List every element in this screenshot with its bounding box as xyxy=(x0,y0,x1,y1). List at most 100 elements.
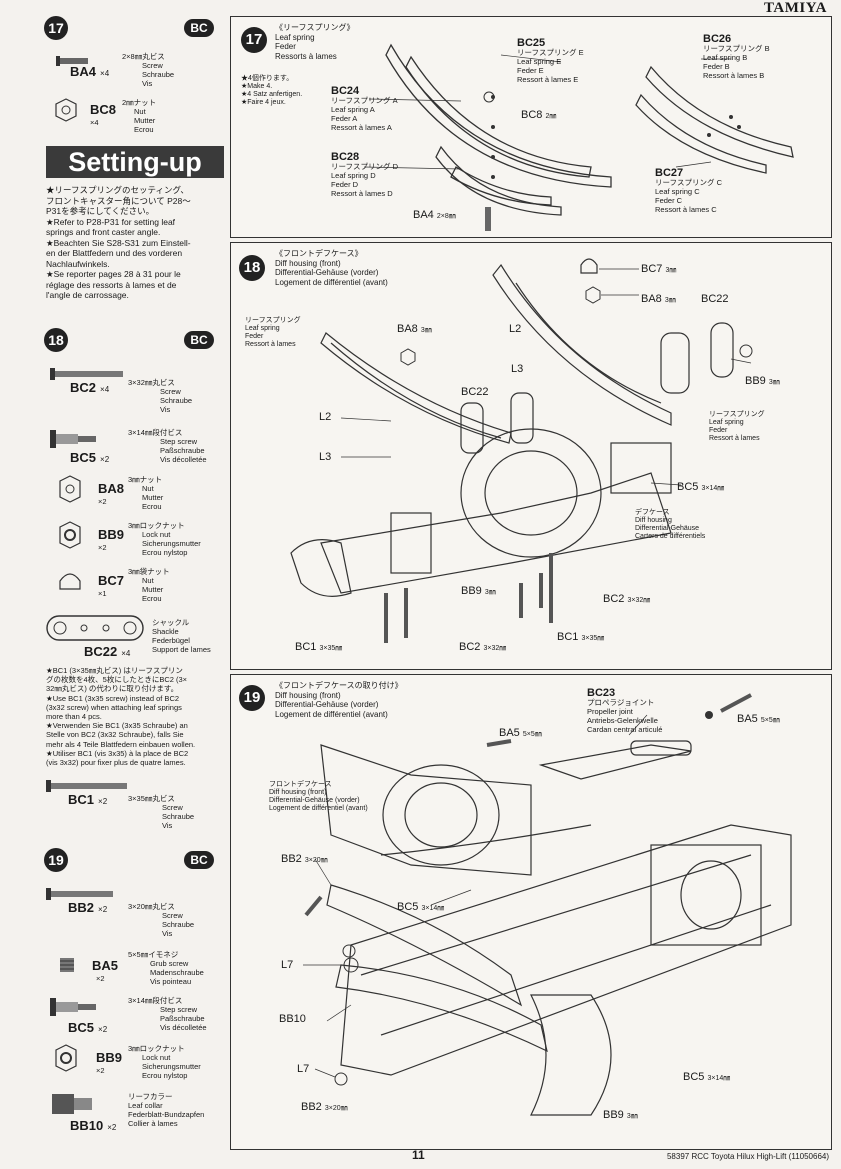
footer-code: 58397 RCC Toyota Hilux High-Lift (110506… xyxy=(666,1152,829,1161)
setting-up-text: ★リーフスプリングのセッティング、フロントキャスター角について P28〜P31を… xyxy=(46,185,191,300)
screw-icon xyxy=(56,56,88,66)
callout-l3-left: L3 xyxy=(319,451,332,463)
callout-ba8-top: BA8 3㎜ xyxy=(641,293,676,305)
callout-bc2-right: BC2 3×32㎜ xyxy=(603,593,651,605)
bag-badge: BC xyxy=(184,331,214,349)
step-screw-icon xyxy=(50,430,96,448)
callout-bc8: BC8 2㎜ xyxy=(521,109,557,121)
lock-nut-icon xyxy=(59,521,81,549)
callout-l2-top: L2 xyxy=(509,323,522,335)
step-number: 17 xyxy=(241,27,267,53)
bc1-note: ★BC1 (3×35㎜丸ビス) はリーフスプリングの枚数を4枚、5枚にしたときに… xyxy=(46,666,196,768)
part-code: BC7 xyxy=(98,573,125,588)
leaf-collar-icon xyxy=(52,1094,92,1114)
callout-bc5-bottom: BC5 3×14㎜ xyxy=(683,1071,731,1083)
callout-bb9-right: BB9 3㎜ xyxy=(745,375,780,387)
callout-bc1-left: BC1 3×35㎜ xyxy=(295,641,343,653)
part-qty: ×2 xyxy=(98,905,108,914)
nut-icon xyxy=(59,475,81,503)
part-code: BC8 xyxy=(90,102,117,117)
callout-bb9: BB9 3㎜ xyxy=(603,1109,638,1121)
diff-installation-diagram xyxy=(303,693,792,1116)
part-code: BC1 xyxy=(68,792,95,807)
callout-ba5-right: BA5 5×5㎜ xyxy=(737,713,780,725)
part-code: BB2 xyxy=(68,900,95,915)
part-code: BA8 xyxy=(98,481,125,496)
callout-bb10: BB10 xyxy=(279,1013,306,1025)
nut-icon xyxy=(55,98,77,122)
part-qty: ×1 xyxy=(98,589,107,598)
part-code: BB10 xyxy=(70,1118,104,1133)
callout-bc22-mid: BC22 xyxy=(461,386,489,398)
part-qty: ×4 xyxy=(121,649,131,658)
callout-ba4: BA4 2×8㎜ xyxy=(413,209,456,221)
part-code: BC22 xyxy=(84,644,118,659)
part-qty: ×2 xyxy=(107,1123,117,1132)
callout-bc22-top: BC22 xyxy=(701,293,729,305)
part-code: BA4 xyxy=(70,64,97,79)
step19-panel: 19 《フロントデフケースの取り付け》Diff housing (front)D… xyxy=(230,674,832,1150)
bag-badge: BC xyxy=(184,851,214,869)
leaf-spring-diagram xyxy=(363,43,794,231)
brand-logo: TAMIYA xyxy=(763,0,827,16)
callout-l7-top: L7 xyxy=(281,959,294,971)
step17-header: 17 BC xyxy=(44,16,214,42)
callout-l7-bottom: L7 xyxy=(297,1063,310,1075)
callout-bc5: BC5 3×14㎜ xyxy=(677,481,725,493)
screw-icon xyxy=(46,780,127,792)
panel-title: 《フロントデフケース》Diff housing (front)Different… xyxy=(275,249,388,287)
cap-nut-icon xyxy=(59,573,81,590)
step-number: 19 xyxy=(44,848,68,872)
part-code: BA5 xyxy=(92,958,119,973)
step-number: 19 xyxy=(239,685,265,711)
panel-title: 《フロントデフケースの取り付け》Diff housing (front)Diff… xyxy=(275,681,403,719)
step-number: 17 xyxy=(44,16,68,40)
screw-icon xyxy=(50,368,123,380)
callout-bc5-top: BC5 3×14㎜ xyxy=(397,901,445,913)
part-qty: ×2 xyxy=(96,974,105,983)
callout-ba5-left: BA5 5×5㎜ xyxy=(499,727,542,739)
part-qty: ×2 xyxy=(98,497,107,506)
part-qty: ×2 xyxy=(100,455,110,464)
part-code: BC5 xyxy=(70,450,97,465)
callout-ba8-left: BA8 3㎜ xyxy=(397,323,432,335)
callout-bc1-right: BC1 3×35㎜ xyxy=(557,631,605,643)
part-code: BB9 xyxy=(96,1050,123,1065)
setting-up-heading: Setting-up xyxy=(46,146,224,178)
callout-bc7: BC7 3㎜ xyxy=(641,263,677,275)
part-qty: ×2 xyxy=(98,797,108,806)
callout-l2-left: L2 xyxy=(319,411,332,423)
part-qty: ×2 xyxy=(96,1066,105,1075)
part-code: BC2 xyxy=(70,380,97,395)
step-number: 18 xyxy=(44,328,68,352)
screw-icon xyxy=(46,888,113,900)
grub-screw-icon xyxy=(60,958,74,972)
